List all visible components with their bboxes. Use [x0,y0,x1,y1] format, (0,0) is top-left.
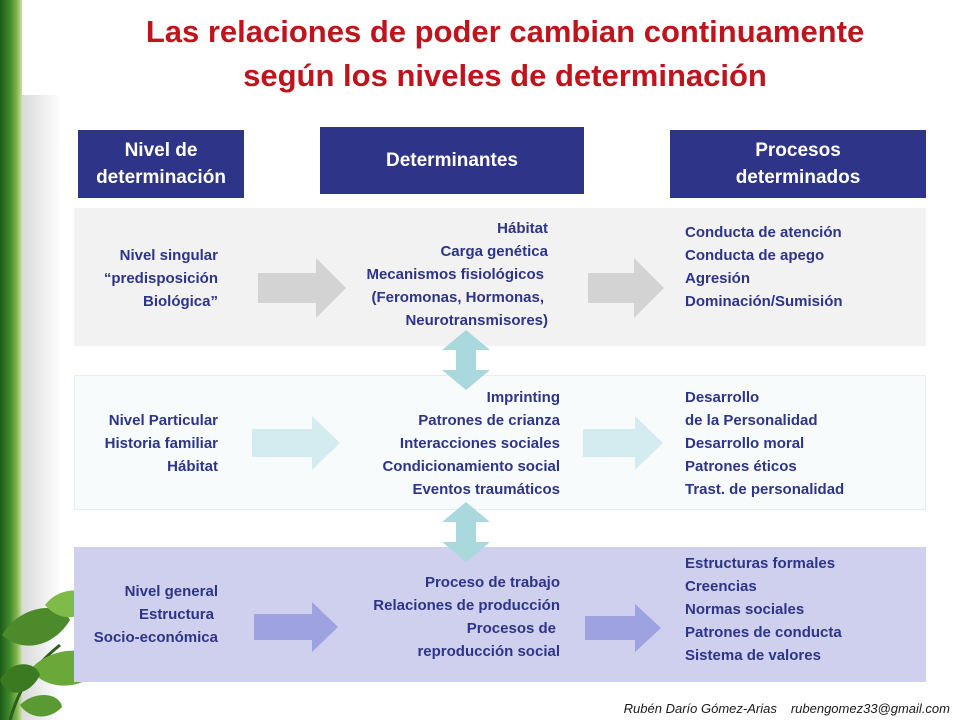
level-2-determinante: Eventos traumáticos [412,481,560,498]
level-2-nivel-line: Historia familiar [104,435,218,452]
level-2-nivel: Nivel Particular Historia familiar Hábit… [105,409,218,478]
level-3-arrow-right-icon [254,602,338,652]
level-2-nivel-line: Hábitat [167,458,218,475]
level-1-nivel-line: “predisposición [103,270,218,287]
title-line-1: Las relaciones de poder cambian continua… [145,14,865,49]
level-1-nivel: Nivel singular “predisposición Biológica… [104,244,218,313]
level-3-nivel-line: Nivel general [124,583,218,600]
level-1-nivel-line: Biológica” [142,293,218,310]
level-1-determinante: Carga genética [440,243,548,260]
level-1-determinantes: Hábitat Carga genética Mecanismos fisiol… [366,217,548,332]
level-2-proceso: Patrones éticos [685,458,797,475]
level-1-proceso: Agresión [685,270,751,287]
level-1-proceso: Dominación/Sumisión [685,293,843,310]
header-determinantes: Determinantes [320,127,584,194]
level-3-nivel-line: Socio-económica [93,629,218,646]
header-nivel-line-1: Nivel de [124,140,198,161]
level-2-arrow-right-icon [583,416,663,470]
leaves-decoration-icon [0,590,105,720]
footer-author: Rubén Darío Gómez-Arias [623,701,777,716]
level-2-determinante: Interacciones sociales [399,435,560,452]
level-3-proceso: Normas sociales [685,601,805,618]
level-3-proceso: Patrones de conducta [685,624,842,641]
level-2-determinante: Patrones de crianza [418,412,560,429]
level-1-arrow-right-icon [588,258,664,318]
level-2-proceso: Desarrollo [685,389,760,406]
level-2-nivel-line: Nivel Particular [108,412,218,429]
level-3-determinante: reproducción social [417,643,560,660]
header-procesos: Procesos determinados [670,130,926,198]
level-3-proceso: Sistema de valores [685,647,821,664]
level-1-determinante: (Feromonas, Hormonas, [371,289,544,306]
footer-credit: Rubén Darío Gómez-Arias rubengomez33@gmai… [624,701,950,716]
header-procesos-line-1: Procesos [755,140,841,161]
level-3-arrow-right-icon [585,604,661,652]
header-determinantes-label: Determinantes [386,150,518,171]
level-2-determinantes: Imprinting Patrones de crianza Interacci… [382,386,560,501]
level-panel-general [74,547,926,682]
level-2-proceso: Desarrollo moral [685,435,805,452]
level-1-determinante: Hábitat [497,220,548,237]
level-3-nivel-line: Estructura [138,606,214,623]
header-procesos-line-2: determinados [735,167,861,188]
level-1-determinante: Mecanismos fisiológicos [366,266,544,283]
level-2-determinante: Condicionamiento social [382,458,560,475]
level-1-proceso: Conducta de apego [685,247,825,264]
level-1-arrow-right-icon [258,258,346,318]
level-1-determinante: Neurotransmisores) [405,312,548,329]
header-nivel-line-2: determinación [96,167,226,188]
connector-up-down-arrow-icon [442,330,490,390]
level-3-proceso: Creencias [685,578,757,595]
level-1-nivel-line: Nivel singular [119,247,218,264]
header-nivel: Nivel de determinación [78,130,244,198]
level-panel-particular [74,375,926,510]
footer-email: rubengomez33@gmail.com [790,701,950,716]
level-1-proceso: Conducta de atención [685,224,842,241]
level-panel-singular [74,208,926,346]
level-3-determinante: Proceso de trabajo [424,574,560,591]
level-2-arrow-right-icon [252,416,340,470]
connector-up-down-arrow-icon [442,502,490,562]
level-1-procesos: Conducta de atención Conducta de apego A… [685,221,843,313]
level-2-proceso: Trast. de personalidad [685,481,845,498]
level-3-procesos: Estructuras formales Creencias Normas so… [685,552,842,667]
level-3-determinantes: Proceso de trabajo Relaciones de producc… [373,571,560,663]
level-3-nivel: Nivel general Estructura Socio-económica [94,580,218,649]
level-2-procesos: Desarrollo de la Personalidad Desarrollo… [685,386,844,501]
title-line-2: según los niveles de determinación [243,58,767,93]
level-3-determinante: Procesos de [466,620,556,637]
left-green-bar [0,0,22,720]
slide-title: Las relaciones de poder cambian continua… [60,10,950,98]
level-2-proceso: de la Personalidad [685,412,818,429]
level-2-determinante: Imprinting [486,389,560,406]
level-3-determinante: Relaciones de producción [373,597,560,614]
level-3-proceso: Estructuras formales [685,555,836,572]
